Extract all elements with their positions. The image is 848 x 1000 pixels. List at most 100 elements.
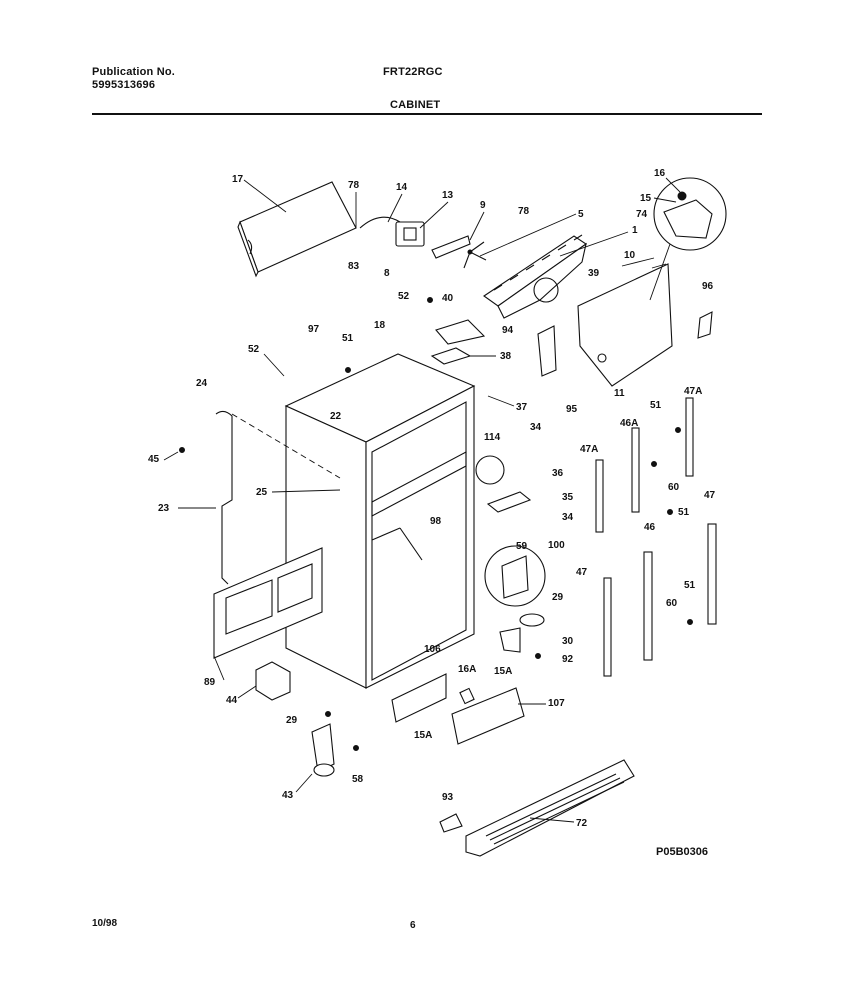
part-rail-47Aa [685, 397, 694, 477]
part-compressor-mount [255, 661, 291, 701]
callout-10: 10 [624, 250, 636, 261]
callout-114: 114 [484, 432, 501, 443]
callout-17: 17 [232, 174, 244, 185]
callout-93: 93 [442, 792, 454, 803]
callout-100: 100 [548, 540, 565, 551]
detail-circle-100 [484, 545, 546, 607]
part-control-housing [430, 319, 486, 365]
part-lamp-socket [459, 687, 475, 705]
callout-58: 58 [352, 774, 364, 785]
callout-60: 60 [668, 482, 680, 493]
callout-72: 72 [576, 818, 588, 829]
callout-30: 30 [562, 636, 574, 647]
page-number: 6 [410, 920, 416, 931]
callout-60: 60 [666, 598, 678, 609]
callout-13: 13 [442, 190, 454, 201]
callout-83: 83 [348, 261, 360, 272]
callout-51: 51 [342, 333, 354, 344]
callout-52: 52 [398, 291, 410, 302]
callout-40: 40 [442, 293, 454, 304]
callout-47A: 47A [580, 444, 598, 455]
figure-id: P05B0306 [656, 846, 708, 858]
footer-date: 10/98 [92, 918, 118, 929]
callout-51: 51 [678, 507, 690, 518]
callout-34: 34 [562, 512, 574, 523]
header-rule [92, 113, 762, 115]
callout-97: 97 [308, 324, 320, 335]
callout-78: 78 [518, 206, 530, 217]
section-title: CABINET [390, 99, 441, 111]
callout-11: 11 [614, 388, 625, 399]
leader-lines [163, 177, 681, 823]
part-fan-motor-assembly [359, 216, 487, 269]
callout-52: 52 [248, 344, 260, 355]
callout-94: 94 [502, 325, 514, 336]
callout-95: 95 [566, 404, 578, 415]
callout-15A: 15A [414, 730, 432, 741]
part-hinge-wire [215, 410, 341, 585]
callout-74: 74 [636, 209, 648, 220]
callout-15A: 15A [494, 666, 512, 677]
publication-label: Publication No. [92, 66, 176, 78]
callout-47A: 47A [684, 386, 702, 397]
callout-14: 14 [396, 182, 408, 193]
part-bracket-35 [486, 491, 532, 513]
part-drain-panel [391, 673, 447, 723]
model-number: FRT22RGC [383, 66, 443, 78]
callout-24: 24 [196, 378, 208, 389]
callout-9: 9 [480, 200, 486, 211]
detail-circle-114 [475, 455, 505, 485]
callout-25: 25 [256, 487, 268, 498]
callout-18: 18 [374, 320, 386, 331]
part-rail-46 [643, 551, 653, 661]
part-bracket-95 [537, 325, 557, 377]
callout-5: 5 [578, 209, 584, 220]
callout-37: 37 [516, 402, 528, 413]
part-roller [499, 613, 545, 653]
part-rail-47a [707, 523, 717, 625]
part-rail-46A [631, 427, 640, 513]
callout-34: 34 [530, 422, 542, 433]
part-rail-47Ab [595, 459, 604, 533]
callout-36: 36 [552, 468, 564, 479]
part-toe-grille [465, 759, 635, 857]
part-rail-47b [603, 577, 612, 677]
publication-number: 5995313696 [92, 79, 156, 91]
callout-92: 92 [562, 654, 574, 665]
callout-8: 8 [384, 268, 390, 279]
callout-16: 16 [654, 168, 666, 179]
callout-16A: 16A [458, 664, 476, 675]
callout-98: 98 [430, 516, 442, 527]
callout-23: 23 [158, 503, 170, 514]
callout-labels: 17 78 14 13 9 78 5 16 15 74 1 10 83 8 52… [148, 168, 716, 829]
part-rear-cover [237, 181, 357, 278]
callout-96: 96 [702, 281, 714, 292]
callout-43: 43 [282, 790, 294, 801]
callout-39: 39 [588, 268, 600, 279]
callout-89: 89 [204, 677, 216, 688]
part-valve-assembly [311, 723, 335, 777]
part-freezer-back-panel [577, 257, 673, 387]
callout-59: 59 [516, 541, 528, 552]
part-condenser-panel [213, 547, 323, 659]
part-damper-detail [649, 177, 727, 301]
callout-45: 45 [148, 454, 160, 465]
callout-51: 51 [684, 580, 696, 591]
callout-106: 106 [424, 644, 441, 655]
callout-35: 35 [562, 492, 574, 503]
callout-107: 107 [548, 698, 565, 709]
screws [179, 297, 693, 751]
callout-44: 44 [226, 695, 238, 706]
callout-15: 15 [640, 193, 652, 204]
callout-38: 38 [500, 351, 512, 362]
callout-1: 1 [632, 225, 638, 236]
callout-29: 29 [552, 592, 564, 603]
callout-46: 46 [644, 522, 656, 533]
part-bracket-93 [439, 813, 463, 833]
part-bracket-96 [697, 311, 713, 339]
part-cabinet-shell [284, 353, 476, 689]
part-light-cover [451, 687, 525, 745]
callout-29: 29 [286, 715, 298, 726]
part-evaporator-cover [483, 234, 587, 319]
